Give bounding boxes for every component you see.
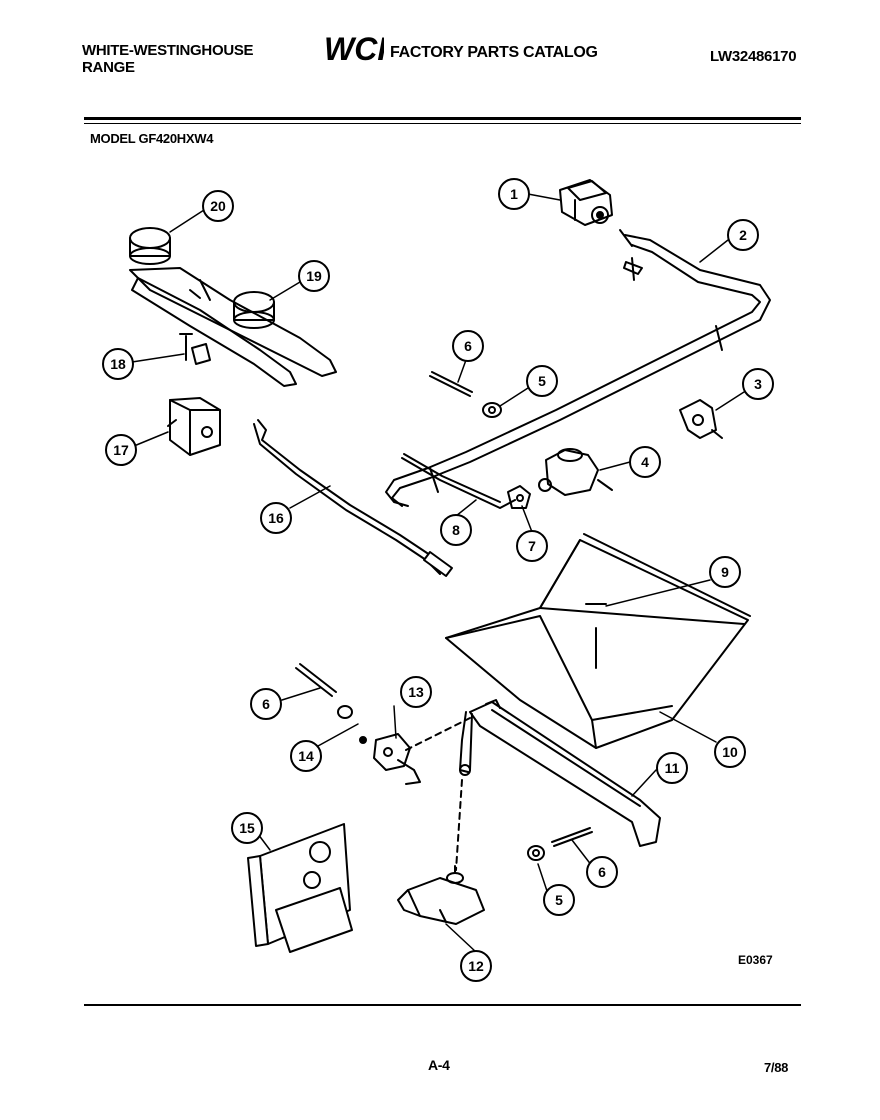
footer-divider <box>84 1004 801 1006</box>
callout-15: 15 <box>231 812 263 844</box>
header-divider-thin <box>84 123 801 124</box>
document-number: LW32486170 <box>710 48 797 65</box>
svg-text:20: 20 <box>210 198 226 214</box>
burner-assembly <box>129 227 337 387</box>
svg-text:5: 5 <box>555 892 563 908</box>
svg-text:5: 5 <box>538 373 546 389</box>
svg-text:9: 9 <box>721 564 729 580</box>
valve-block-part-17 <box>167 397 221 456</box>
callout-18: 18 <box>102 348 134 380</box>
svg-text:1: 1 <box>510 186 518 202</box>
svg-text:2: 2 <box>739 227 747 243</box>
callout-19: 19 <box>298 260 330 292</box>
bracket-part-15 <box>247 823 353 953</box>
nut-part-5-upper <box>482 402 502 418</box>
callout-14: 14 <box>290 740 322 772</box>
callout-6-lower: 6 <box>586 856 618 888</box>
svg-text:8: 8 <box>452 522 460 538</box>
svg-text:12: 12 <box>468 958 484 974</box>
header-divider <box>84 117 801 120</box>
fitting-part-13 <box>373 733 421 785</box>
svg-text:19: 19 <box>306 268 322 284</box>
brand-name: WHITE-WESTINGHOUSE RANGE <box>82 42 254 76</box>
bracket-part-18 <box>179 333 211 365</box>
logo-text: WCI <box>324 32 384 64</box>
panel-part-10 <box>445 533 751 749</box>
svg-text:7: 7 <box>528 538 536 554</box>
brand-line-1: WHITE-WESTINGHOUSE <box>82 42 254 59</box>
dashed-leaders <box>405 717 471 871</box>
valve-part-4 <box>538 448 613 496</box>
svg-text:16: 16 <box>268 510 284 526</box>
svg-text:15: 15 <box>239 820 255 836</box>
svg-text:11: 11 <box>665 760 680 776</box>
valve-part-12 <box>397 865 485 925</box>
nut-part-5-lower <box>527 845 545 861</box>
callout-5: 5 <box>526 365 558 397</box>
svg-text:13: 13 <box>408 684 424 700</box>
svg-text:6: 6 <box>598 864 606 880</box>
model-label: MODEL GF420HXW4 <box>90 131 214 146</box>
catalog-title: FACTORY PARTS CATALOG <box>390 44 598 61</box>
callout-13: 13 <box>400 676 432 708</box>
tube-part-16 <box>253 419 453 577</box>
svg-text:6: 6 <box>464 338 472 354</box>
fitting-part-3 <box>679 399 723 439</box>
figure-code: E0367 <box>738 953 773 967</box>
burner-tube-part-11 <box>469 699 661 847</box>
brand-line-2: RANGE <box>82 59 135 76</box>
svg-text:4: 4 <box>641 454 649 470</box>
callout-1: 1 <box>498 178 530 210</box>
svg-text:3: 3 <box>754 376 762 392</box>
svg-text:10: 10 <box>722 744 738 760</box>
callout-16: 16 <box>260 502 292 534</box>
callout-3: 3 <box>742 368 774 400</box>
svg-text:17: 17 <box>113 442 129 458</box>
pin-part-6-left <box>295 663 337 697</box>
svg-text:18: 18 <box>110 356 126 372</box>
callout-6: 6 <box>452 330 484 362</box>
callout-9: 9 <box>709 556 741 588</box>
callout-10: 10 <box>714 736 746 768</box>
callout-20: 20 <box>202 190 234 222</box>
svg-text:14: 14 <box>298 748 314 764</box>
page-label: A-4 <box>428 1057 450 1073</box>
svg-text:6: 6 <box>262 696 270 712</box>
callout-6-left: 6 <box>250 688 282 720</box>
pin-part-6-lower <box>551 827 593 847</box>
pin-part-6-upper <box>429 371 473 397</box>
manifold-pipe-part-2 <box>385 229 771 507</box>
callout-5-lower: 5 <box>543 884 575 916</box>
tube-part-8 <box>401 453 516 509</box>
catalog-date: 7/88 <box>764 1060 789 1075</box>
callout-2: 2 <box>727 219 759 251</box>
callout-17: 17 <box>105 434 137 466</box>
callout-8: 8 <box>440 514 472 546</box>
callouts: 1 2 3 4 5 6 7 8 9 10 11 12 13 15 16 17 1… <box>102 178 774 982</box>
orifice-part-7 <box>507 485 531 509</box>
callout-4: 4 <box>629 446 661 478</box>
nut-part-14 <box>337 705 367 744</box>
callout-12: 12 <box>460 950 492 982</box>
leader-lines <box>131 193 745 953</box>
callout-11: 11 <box>656 752 688 784</box>
callout-7: 7 <box>516 530 548 562</box>
connector-pipe <box>459 711 473 776</box>
wci-logo: WCI <box>322 31 387 67</box>
valve-part-1 <box>559 179 613 226</box>
